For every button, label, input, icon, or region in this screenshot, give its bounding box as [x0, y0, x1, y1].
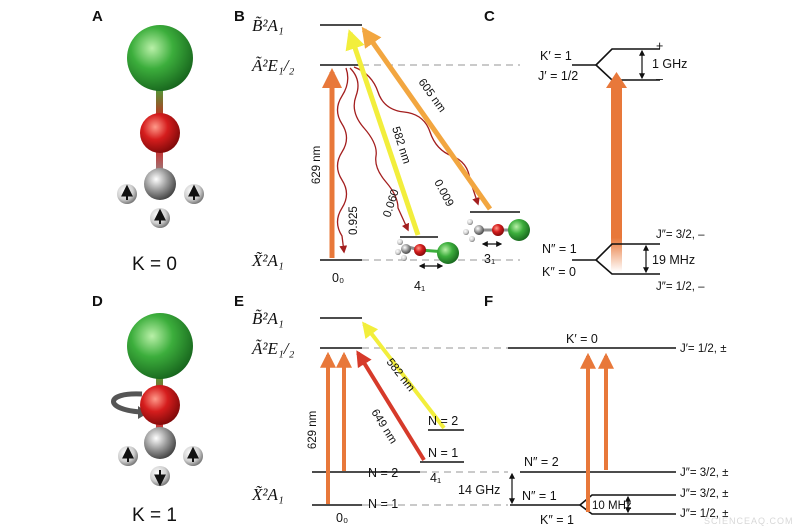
- label-1ghz: 1 GHz: [652, 57, 687, 71]
- decay-0925: [336, 67, 349, 254]
- label-top-n2: N = 2: [428, 414, 458, 428]
- label-jpp32: J″= 3/2, –: [656, 229, 705, 241]
- panel-f: K′ = 0 J′= 1/2, ± N″ = 2 J″= 3/2, ± N″ =…: [508, 332, 728, 527]
- vib-label-41: 4₁: [430, 471, 441, 485]
- label-jpp32b: J″= 3/2, ±: [680, 488, 728, 500]
- carbon-atom: [144, 168, 176, 200]
- level-split-plus: [595, 48, 660, 66]
- vib-label-41: 4₁: [414, 279, 425, 293]
- mini-molecule-bend: [395, 239, 459, 269]
- molecule-k0: [117, 25, 204, 228]
- state-label-a: Ã²E₁/₂: [251, 56, 294, 75]
- label-minus: –: [656, 72, 663, 86]
- label-npp2: N″ = 2: [524, 455, 559, 469]
- vib-label-00: 0₀: [336, 511, 348, 525]
- oxygen-atom: [140, 385, 180, 425]
- panel-letter-a: A: [92, 8, 103, 25]
- bond-o-c: [156, 145, 163, 177]
- panel-e: B̃²A₁ Ã²E₁/₂ X̃²A₁ 629 nm 649 nm 582 nm …: [251, 309, 515, 525]
- panel-letter-f: F: [484, 293, 493, 310]
- level-jpp12: [579, 504, 676, 515]
- label-kp1: K′ = 1: [540, 49, 572, 63]
- label-jpp12: J″= 1/2, –: [656, 281, 705, 293]
- laser-arrowhead: [606, 72, 627, 88]
- k-label-k1: K = 1: [132, 505, 177, 526]
- panel-letter-c: C: [484, 8, 495, 25]
- laser-beam-c: [611, 82, 622, 272]
- level-jpp32b: [579, 494, 676, 506]
- state-label-b: B̃²A₁: [252, 309, 284, 328]
- k-label-k0: K = 0: [132, 254, 177, 275]
- panel-letter-d: D: [92, 293, 103, 310]
- label-plus: +: [656, 39, 663, 53]
- level-jpp12: [595, 259, 660, 275]
- decay-0060: [349, 67, 409, 232]
- arrow-649nm: [356, 350, 426, 462]
- label-14ghz: 14 GHz: [458, 483, 500, 497]
- branch-0925: 0.925: [348, 206, 360, 235]
- label-629nm: 629 nm: [307, 411, 319, 449]
- label-jp12: J′ = 1/2: [538, 69, 578, 83]
- oxygen-atom: [140, 113, 180, 153]
- state-label-b: B̃²A₁: [252, 16, 284, 35]
- label-629nm: 629 nm: [311, 146, 323, 184]
- state-label-x: X̃²A₁: [251, 485, 284, 504]
- label-top-n1: N = 1: [428, 446, 458, 460]
- label-jp12: J′= 1/2, ±: [680, 343, 727, 355]
- label-10mhz: 10 MHz: [592, 500, 632, 512]
- label-kpp0: K″ = 0: [542, 265, 576, 279]
- watermark: SCIENCEAQ.COM: [704, 516, 794, 526]
- bond-sr-o: [156, 84, 163, 122]
- strontium-atom: [127, 313, 193, 379]
- vib-label-00: 0₀: [332, 271, 344, 285]
- arrow-582nm: [345, 29, 421, 236]
- panel-c: K′ = 1 J′ = 1/2 + – 1 GHz N″ = 1 K″ = 0 …: [538, 39, 705, 293]
- label-jpp12b: J″= 1/2, ±: [680, 508, 728, 520]
- level-jpp32: [595, 243, 660, 261]
- label-npp1: N″ = 1: [542, 242, 577, 256]
- panel-letter-e: E: [234, 293, 244, 310]
- panel-letter-b: B: [234, 8, 245, 25]
- label-kp0: K′ = 0: [566, 332, 598, 346]
- label-x-n2: N = 2: [368, 466, 398, 480]
- label-jpp32a: J″= 3/2, ±: [680, 467, 728, 479]
- branch-0009: 0.009: [431, 178, 455, 209]
- label-19mhz: 19 MHz: [652, 253, 695, 267]
- branch-0060: 0.060: [381, 188, 401, 219]
- arrow-582nm: [362, 321, 446, 430]
- strontium-atom: [127, 25, 193, 91]
- carbon-atom: [144, 427, 176, 459]
- decay-0009: [353, 66, 480, 206]
- molecule-k1: [111, 313, 203, 487]
- label-582nm: 582 nm: [384, 356, 417, 394]
- panel-b: B̃²A₁ Ã²E₁/₂ X̃²A₁ 629 nm 0.925 0.060 0.…: [251, 16, 530, 293]
- state-label-x: X̃²A₁: [251, 251, 284, 270]
- level-split-minus: [595, 64, 660, 81]
- state-label-a: Ã²E₁/₂: [251, 339, 294, 358]
- label-x-n1: N = 1: [368, 497, 398, 511]
- label-npp1: N″ = 1: [522, 489, 557, 503]
- mini-molecule-stretch: [463, 219, 530, 247]
- arrow-605nm: [361, 26, 493, 211]
- rotation-arrow-icon: [111, 391, 143, 415]
- vib-label-31: 3₁: [484, 252, 495, 266]
- label-kpp1: K″ = 1: [540, 513, 574, 527]
